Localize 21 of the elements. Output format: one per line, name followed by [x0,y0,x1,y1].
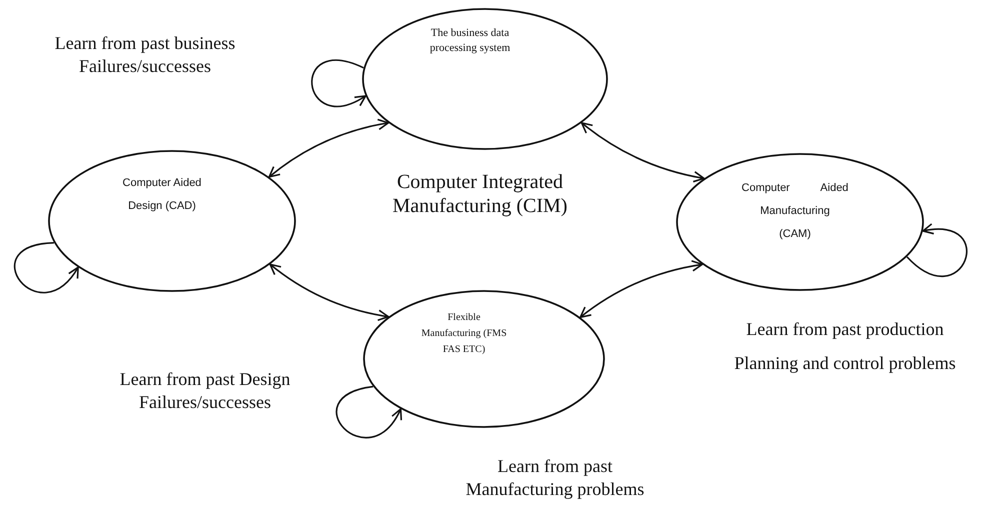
self-loop-arrow [14,242,79,294]
self-loop-arrow [336,386,402,438]
double-arrow [268,118,390,178]
center-label: Computer Integrated Manufacturing (CIM) [392,170,568,218]
double-arrow [580,260,703,318]
self-loop-arrow [311,60,366,108]
note-text: Learn from past production Planning and control problems [733,318,957,376]
double-arrow [269,264,390,321]
self-loop-arrow [906,224,968,277]
node-label: Flexible Manufacturing (FMS FAS ETC) [420,311,508,357]
process-ellipse [48,150,296,292]
process-ellipse [362,8,608,150]
node-label: Computer Aided Manufacturing (CAM) [740,181,850,242]
note-text: Learn from past business Failures/successes [54,32,236,78]
note-text: Learn from past Manufacturing problems [464,455,646,500]
node-label: Computer Aided Design (CAD) [122,176,202,214]
node-label: The business data processing system [428,26,512,56]
note-text: Learn from past Design Failures/successes [118,368,292,414]
process-ellipse [363,290,605,428]
process-ellipse [676,153,924,291]
double-arrow [580,122,705,182]
